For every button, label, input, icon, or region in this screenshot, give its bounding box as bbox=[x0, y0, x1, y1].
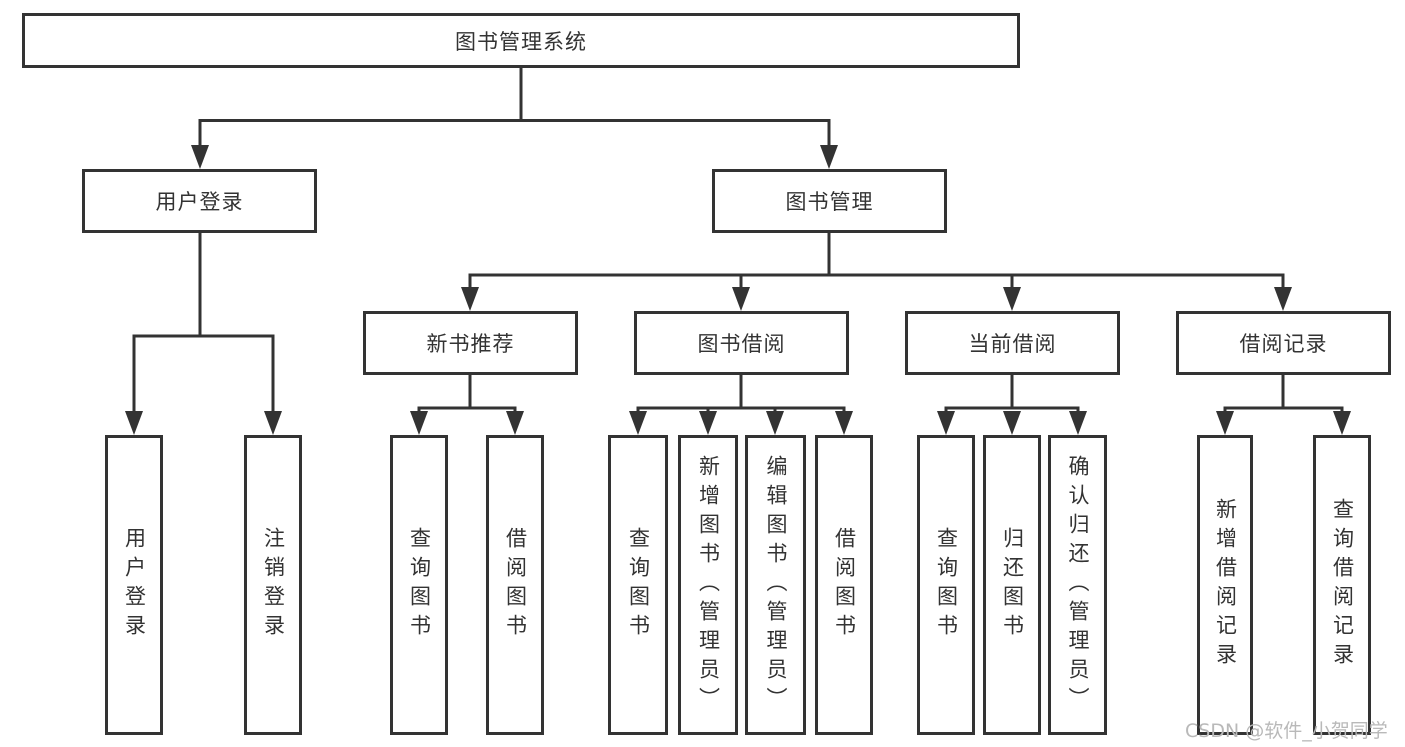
node-label: 用户登录 bbox=[155, 190, 244, 214]
leaf-add-borrow-record: 新增借阅记录 bbox=[1197, 435, 1253, 735]
node-label: 图书借阅 bbox=[697, 332, 786, 356]
leaf-current-query-books: 查询图书 bbox=[917, 435, 975, 735]
node-borrowing-records: 借阅记录 bbox=[1176, 311, 1391, 375]
node-label: 确认归还（管理员） bbox=[1066, 454, 1090, 716]
node-root-library-system: 图书管理系统 bbox=[22, 13, 1020, 68]
node-current-borrowing: 当前借阅 bbox=[905, 311, 1120, 375]
leaf-recommend-borrow-books: 借阅图书 bbox=[486, 435, 544, 735]
node-label: 借阅记录 bbox=[1239, 332, 1328, 356]
node-label: 新增图书（管理员） bbox=[696, 454, 721, 716]
node-label: 注销登录 bbox=[261, 527, 286, 643]
node-label: 图书管理 bbox=[785, 190, 874, 214]
node-user-login: 用户登录 bbox=[82, 169, 317, 233]
node-label: 借阅图书 bbox=[503, 527, 528, 643]
leaf-recommend-query-books: 查询图书 bbox=[390, 435, 448, 735]
node-label: 查询借阅记录 bbox=[1330, 498, 1355, 672]
node-book-management: 图书管理 bbox=[712, 169, 947, 233]
node-book-borrowing: 图书借阅 bbox=[634, 311, 849, 375]
leaf-confirm-return-admin: 确认归还（管理员） bbox=[1048, 435, 1107, 735]
node-label: 编辑图书（管理员） bbox=[764, 454, 788, 716]
node-label: 查询图书 bbox=[626, 527, 651, 643]
node-label: 用户登录 bbox=[122, 527, 147, 643]
node-label: 借阅图书 bbox=[832, 527, 857, 643]
node-label: 查询图书 bbox=[407, 527, 432, 643]
leaf-query-borrow-record: 查询借阅记录 bbox=[1313, 435, 1371, 735]
node-label: 新书推荐 bbox=[426, 332, 515, 356]
node-new-book-recommend: 新书推荐 bbox=[363, 311, 578, 375]
leaf-borrowing-borrow-books: 借阅图书 bbox=[815, 435, 873, 735]
node-label: 新增借阅记录 bbox=[1213, 498, 1238, 672]
node-label: 归还图书 bbox=[1000, 527, 1025, 643]
leaf-user-login: 用户登录 bbox=[105, 435, 163, 735]
leaf-borrowing-query-books: 查询图书 bbox=[608, 435, 668, 735]
leaf-logout: 注销登录 bbox=[244, 435, 302, 735]
node-label: 图书管理系统 bbox=[455, 29, 587, 54]
node-label: 查询图书 bbox=[934, 527, 959, 643]
node-label: 当前借阅 bbox=[968, 332, 1057, 356]
leaf-return-books: 归还图书 bbox=[983, 435, 1041, 735]
csdn-watermark: CSDN @软件_小贺同学 bbox=[1185, 720, 1388, 742]
leaf-edit-books-admin: 编辑图书（管理员） bbox=[745, 435, 806, 735]
leaf-add-books-admin: 新增图书（管理员） bbox=[678, 435, 738, 735]
